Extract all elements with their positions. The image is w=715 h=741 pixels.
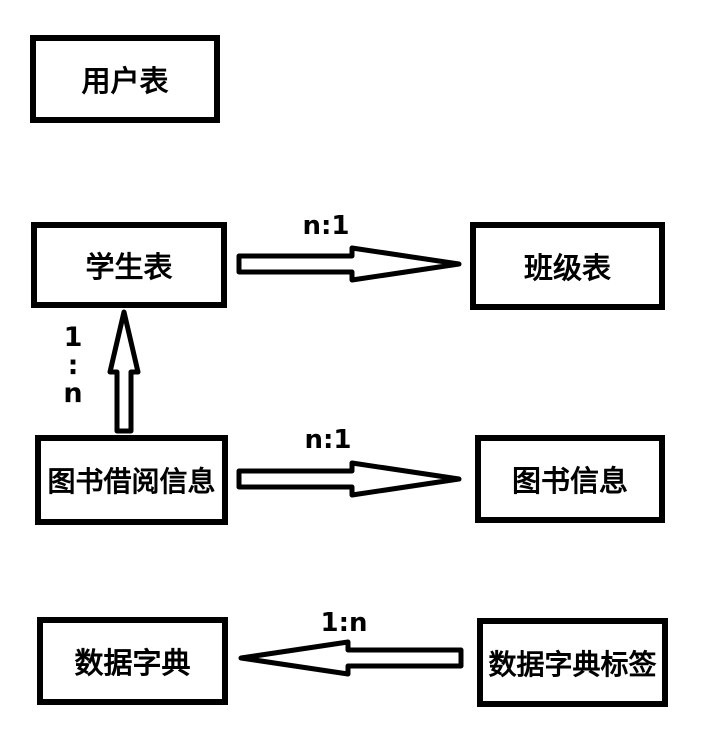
relation-label-borrow-student: 1 : n <box>56 324 90 408</box>
node-data-dict-label: 数据字典 <box>74 646 191 680</box>
node-student-table-label: 学生表 <box>85 250 173 284</box>
node-class-table: 班级表 <box>470 222 665 310</box>
node-borrow-info-label: 图书借阅信息 <box>47 465 216 498</box>
arrow-tag-to-dict-icon <box>238 639 464 677</box>
relation-label-tag-dict: 1:n <box>320 608 368 638</box>
node-user-table-label: 用户表 <box>81 64 169 98</box>
node-dict-tag-label: 数据字典标签 <box>488 647 657 681</box>
relation-label-borrow-book: n:1 <box>304 425 352 455</box>
node-dict-tag: 数据字典标签 <box>477 618 668 707</box>
relation-label-student-class: n:1 <box>302 211 350 241</box>
relation-label-borrow-student-n: n <box>63 378 83 409</box>
node-student-table: 学生表 <box>31 222 227 308</box>
node-borrow-info: 图书借阅信息 <box>35 435 228 525</box>
arrow-student-to-class-icon <box>236 245 462 283</box>
node-class-table-label: 班级表 <box>523 251 611 285</box>
node-user-table: 用户表 <box>30 35 220 123</box>
relation-label-borrow-student-colon: : <box>67 350 79 381</box>
arrow-borrow-to-book-icon <box>236 460 462 498</box>
node-data-dict: 数据字典 <box>37 617 228 705</box>
node-book-info: 图书信息 <box>475 435 665 523</box>
arrow-borrow-to-student-icon <box>107 309 141 434</box>
relation-label-borrow-student-1: 1 <box>63 322 83 353</box>
node-book-info-label: 图书信息 <box>511 464 628 498</box>
